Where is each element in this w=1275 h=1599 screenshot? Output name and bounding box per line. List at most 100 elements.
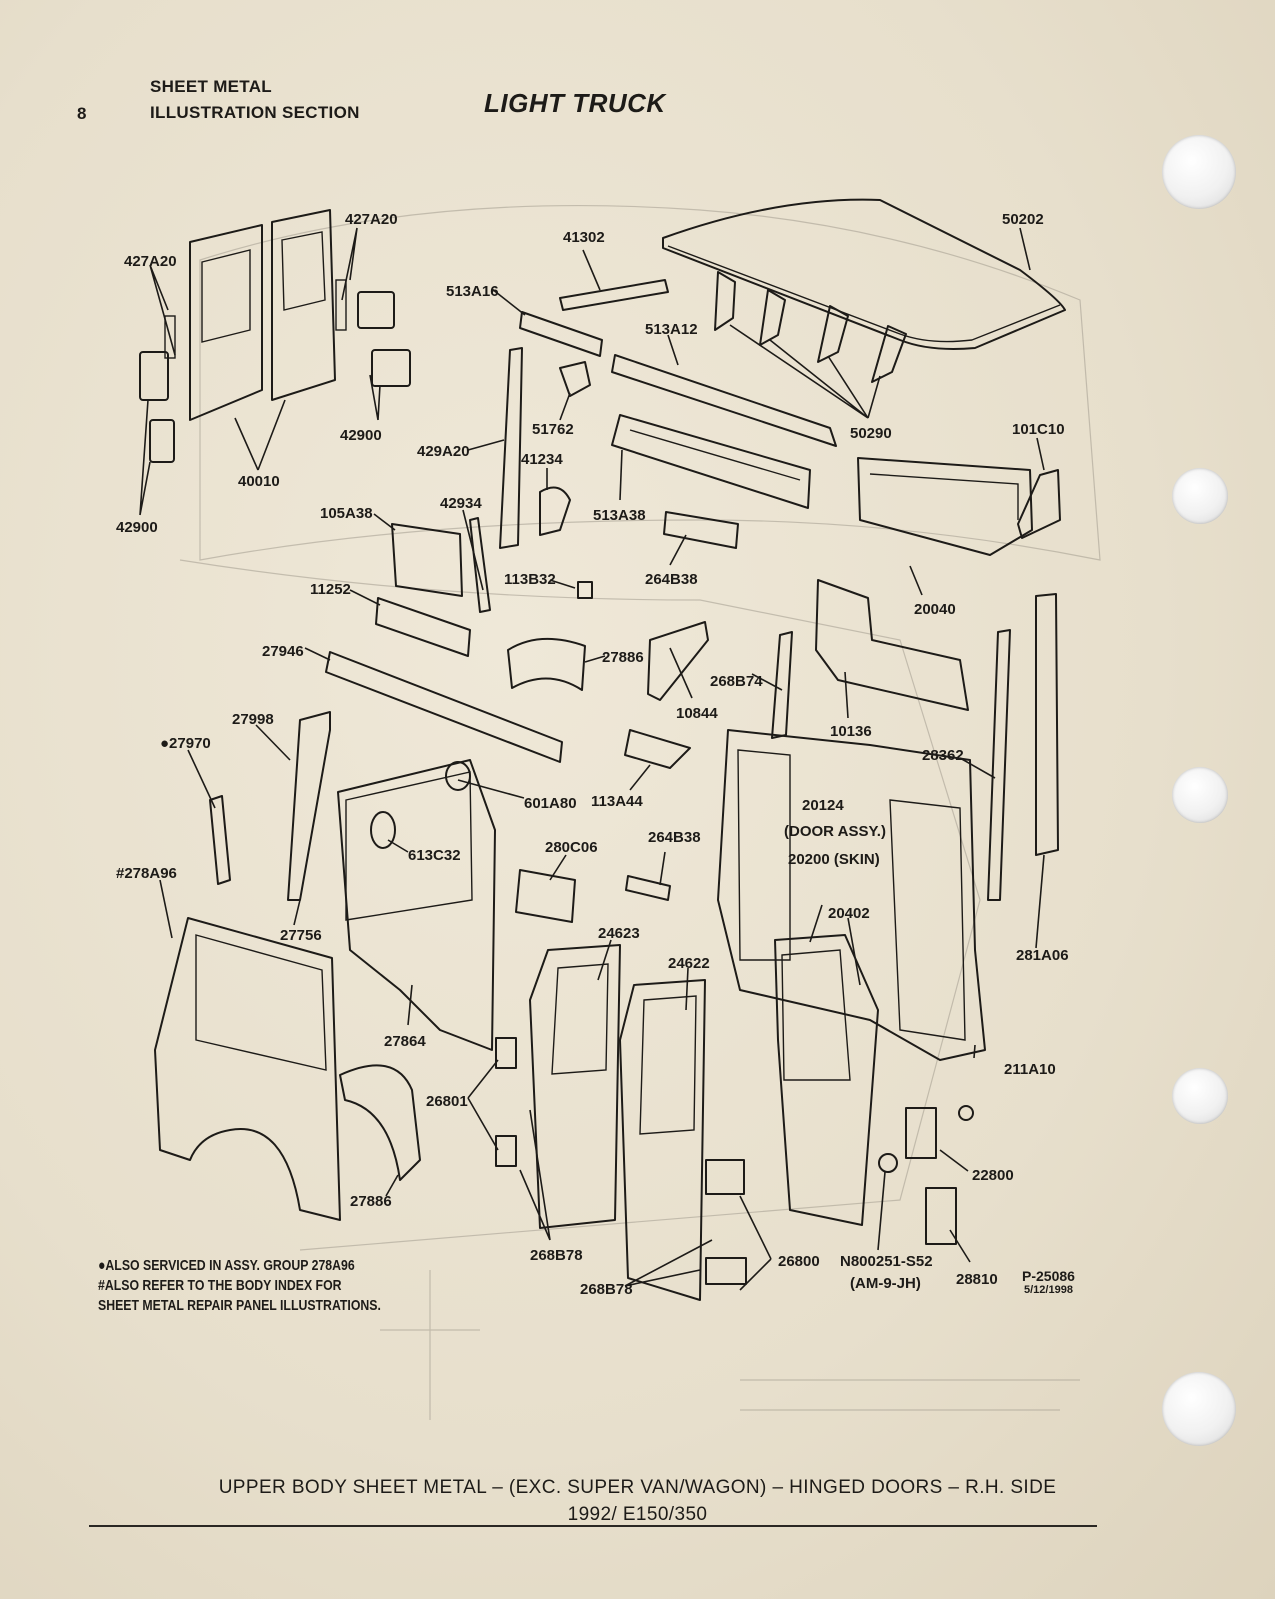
label-264B38-lower: 264B38 (648, 829, 701, 846)
callout-labels: 50202 41302 513A16 513A12 427A20 427A20 … (116, 211, 1069, 1298)
label-10844: 10844 (676, 705, 718, 722)
bracket-51762 (559, 361, 591, 397)
tray-20040-inner (869, 473, 1019, 520)
label-513A38: 513A38 (593, 507, 646, 524)
label-20124: 20124 (802, 797, 844, 814)
label-427A20-right: 427A20 (345, 211, 398, 228)
label-27886-lower: 27886 (350, 1193, 392, 1210)
label-42900-left: 42900 (116, 519, 158, 536)
section-title: SHEET METAL ILLUSTRATION SECTION (150, 74, 360, 126)
label-280C06: 280C06 (545, 839, 598, 856)
cargo-door-24622 (619, 979, 706, 1301)
bolt-22800 (958, 1105, 974, 1121)
label-105A38: 105A38 (320, 505, 373, 522)
panel-105A38 (391, 523, 463, 597)
wheelhouse-27886-lower (339, 1064, 421, 1181)
label-27864: 27864 (384, 1033, 426, 1050)
section-title-line1: SHEET METAL (150, 77, 272, 96)
label-28810: 28810 (956, 1271, 998, 1288)
footer-rule (89, 1525, 1097, 1527)
label-429A20: 429A20 (417, 443, 470, 460)
label-26800: 26800 (778, 1253, 820, 1270)
label-am-9-jh: (AM-9-JH) (850, 1275, 921, 1292)
figure-caption-line2: 1992/ E150/350 (567, 1504, 708, 1525)
bracket-113A44 (624, 729, 691, 769)
hinge-26801-lower (495, 1135, 517, 1167)
section-title-line2: ILLUSTRATION SECTION (150, 103, 360, 122)
footnote-3: SHEET METAL REPAIR PANEL ILLUSTRATIONS. (98, 1297, 381, 1314)
label-11252: 11252 (310, 581, 351, 598)
binder-hole-1 (1162, 135, 1236, 209)
roof-rails (519, 279, 837, 509)
label-264B38-upper: 264B38 (645, 571, 698, 588)
hinge-22800 (905, 1107, 937, 1159)
bracket-11252 (375, 597, 471, 657)
outer-quarter-278A96 (154, 917, 341, 1221)
tray-20040 (857, 457, 1033, 556)
page-title: LIGHT TRUCK (484, 88, 666, 118)
label-41234: 41234 (521, 451, 563, 468)
plate-date: 5/12/1998 (1024, 1284, 1073, 1296)
bracket-264B38-lower (625, 875, 671, 901)
door-20124 (774, 934, 879, 1226)
label-113A44: 113A44 (591, 793, 643, 810)
bracket-41234 (539, 486, 571, 536)
binder-hole-5 (1162, 1372, 1236, 1446)
label-281A06: 281A06 (1016, 947, 1069, 964)
label-26801: 26801 (426, 1093, 468, 1110)
footnote-1: ●ALSO SERVICED IN ASSY. GROUP 278A96 (98, 1257, 355, 1274)
bracket-101C10 (1017, 469, 1061, 539)
fuel-door-601A80 (445, 761, 471, 791)
side-frame-opening-rear (889, 799, 966, 1041)
pillar-281A06 (1035, 593, 1059, 856)
panel-10136 (815, 579, 969, 711)
label-513A16: 513A16 (446, 283, 499, 300)
wheelhouse-27886-upper (507, 637, 586, 691)
label-27756: 27756 (280, 927, 322, 944)
hinge-26800-upper (705, 1159, 745, 1195)
label-50290: 50290 (850, 425, 892, 442)
label-268B74: 268B74 (710, 673, 763, 690)
label-N800251: N800251-S52 (840, 1253, 933, 1270)
binder-hole-2 (1172, 468, 1228, 524)
bracket-113B32 (577, 581, 593, 599)
inner-panel-27864 (337, 759, 496, 1051)
label-51762: 51762 (532, 421, 574, 438)
door-20124-window (781, 949, 851, 1081)
pillar-268B74 (771, 631, 793, 739)
inner-panel-window (345, 771, 473, 921)
cargo-door-24623 (529, 944, 621, 1229)
label-41302: 41302 (563, 229, 605, 246)
side-frame-opening-front (737, 749, 791, 961)
label-27946: 27946 (262, 643, 304, 660)
leader-lines (139, 227, 1045, 1291)
bracket-264B38-upper (663, 511, 739, 549)
label-40010: 40010 (238, 473, 280, 490)
bracket-10844 (647, 621, 709, 701)
label-door-assy: (DOOR ASSY.) (784, 823, 886, 840)
label-613C32: 613C32 (408, 847, 461, 864)
side-frame-211A10 (717, 729, 986, 1061)
pillar-27998 (287, 711, 331, 901)
label-27886-upper: 27886 (602, 649, 644, 666)
hinge-26801-upper (495, 1037, 517, 1069)
footnote-2: #ALSO REFER TO THE BODY INDEX FOR (98, 1277, 342, 1294)
binder-hole-3 (1172, 767, 1228, 823)
label-513A12: 513A12 (645, 321, 698, 338)
label-268B78-b: 268B78 (580, 1281, 633, 1298)
pillar-28362 (987, 629, 1011, 901)
label-28362: 28362 (922, 747, 964, 764)
label-601A80: 601A80 (524, 795, 577, 812)
grommet-613C32 (370, 811, 396, 849)
label-22800: 22800 (972, 1167, 1014, 1184)
rear-door-hinges (139, 279, 411, 463)
label-427A20-left: 427A20 (124, 253, 177, 270)
cargo-door-24622-window (639, 995, 697, 1135)
bleed-through-ghost (179, 204, 1101, 1420)
label-20040: 20040 (914, 601, 956, 618)
label-278A96: #278A96 (116, 865, 177, 882)
figure-caption-line1: UPPER BODY SHEET METAL – (EXC. SUPER VAN… (218, 1477, 1057, 1498)
label-27970: ●27970 (160, 735, 211, 752)
